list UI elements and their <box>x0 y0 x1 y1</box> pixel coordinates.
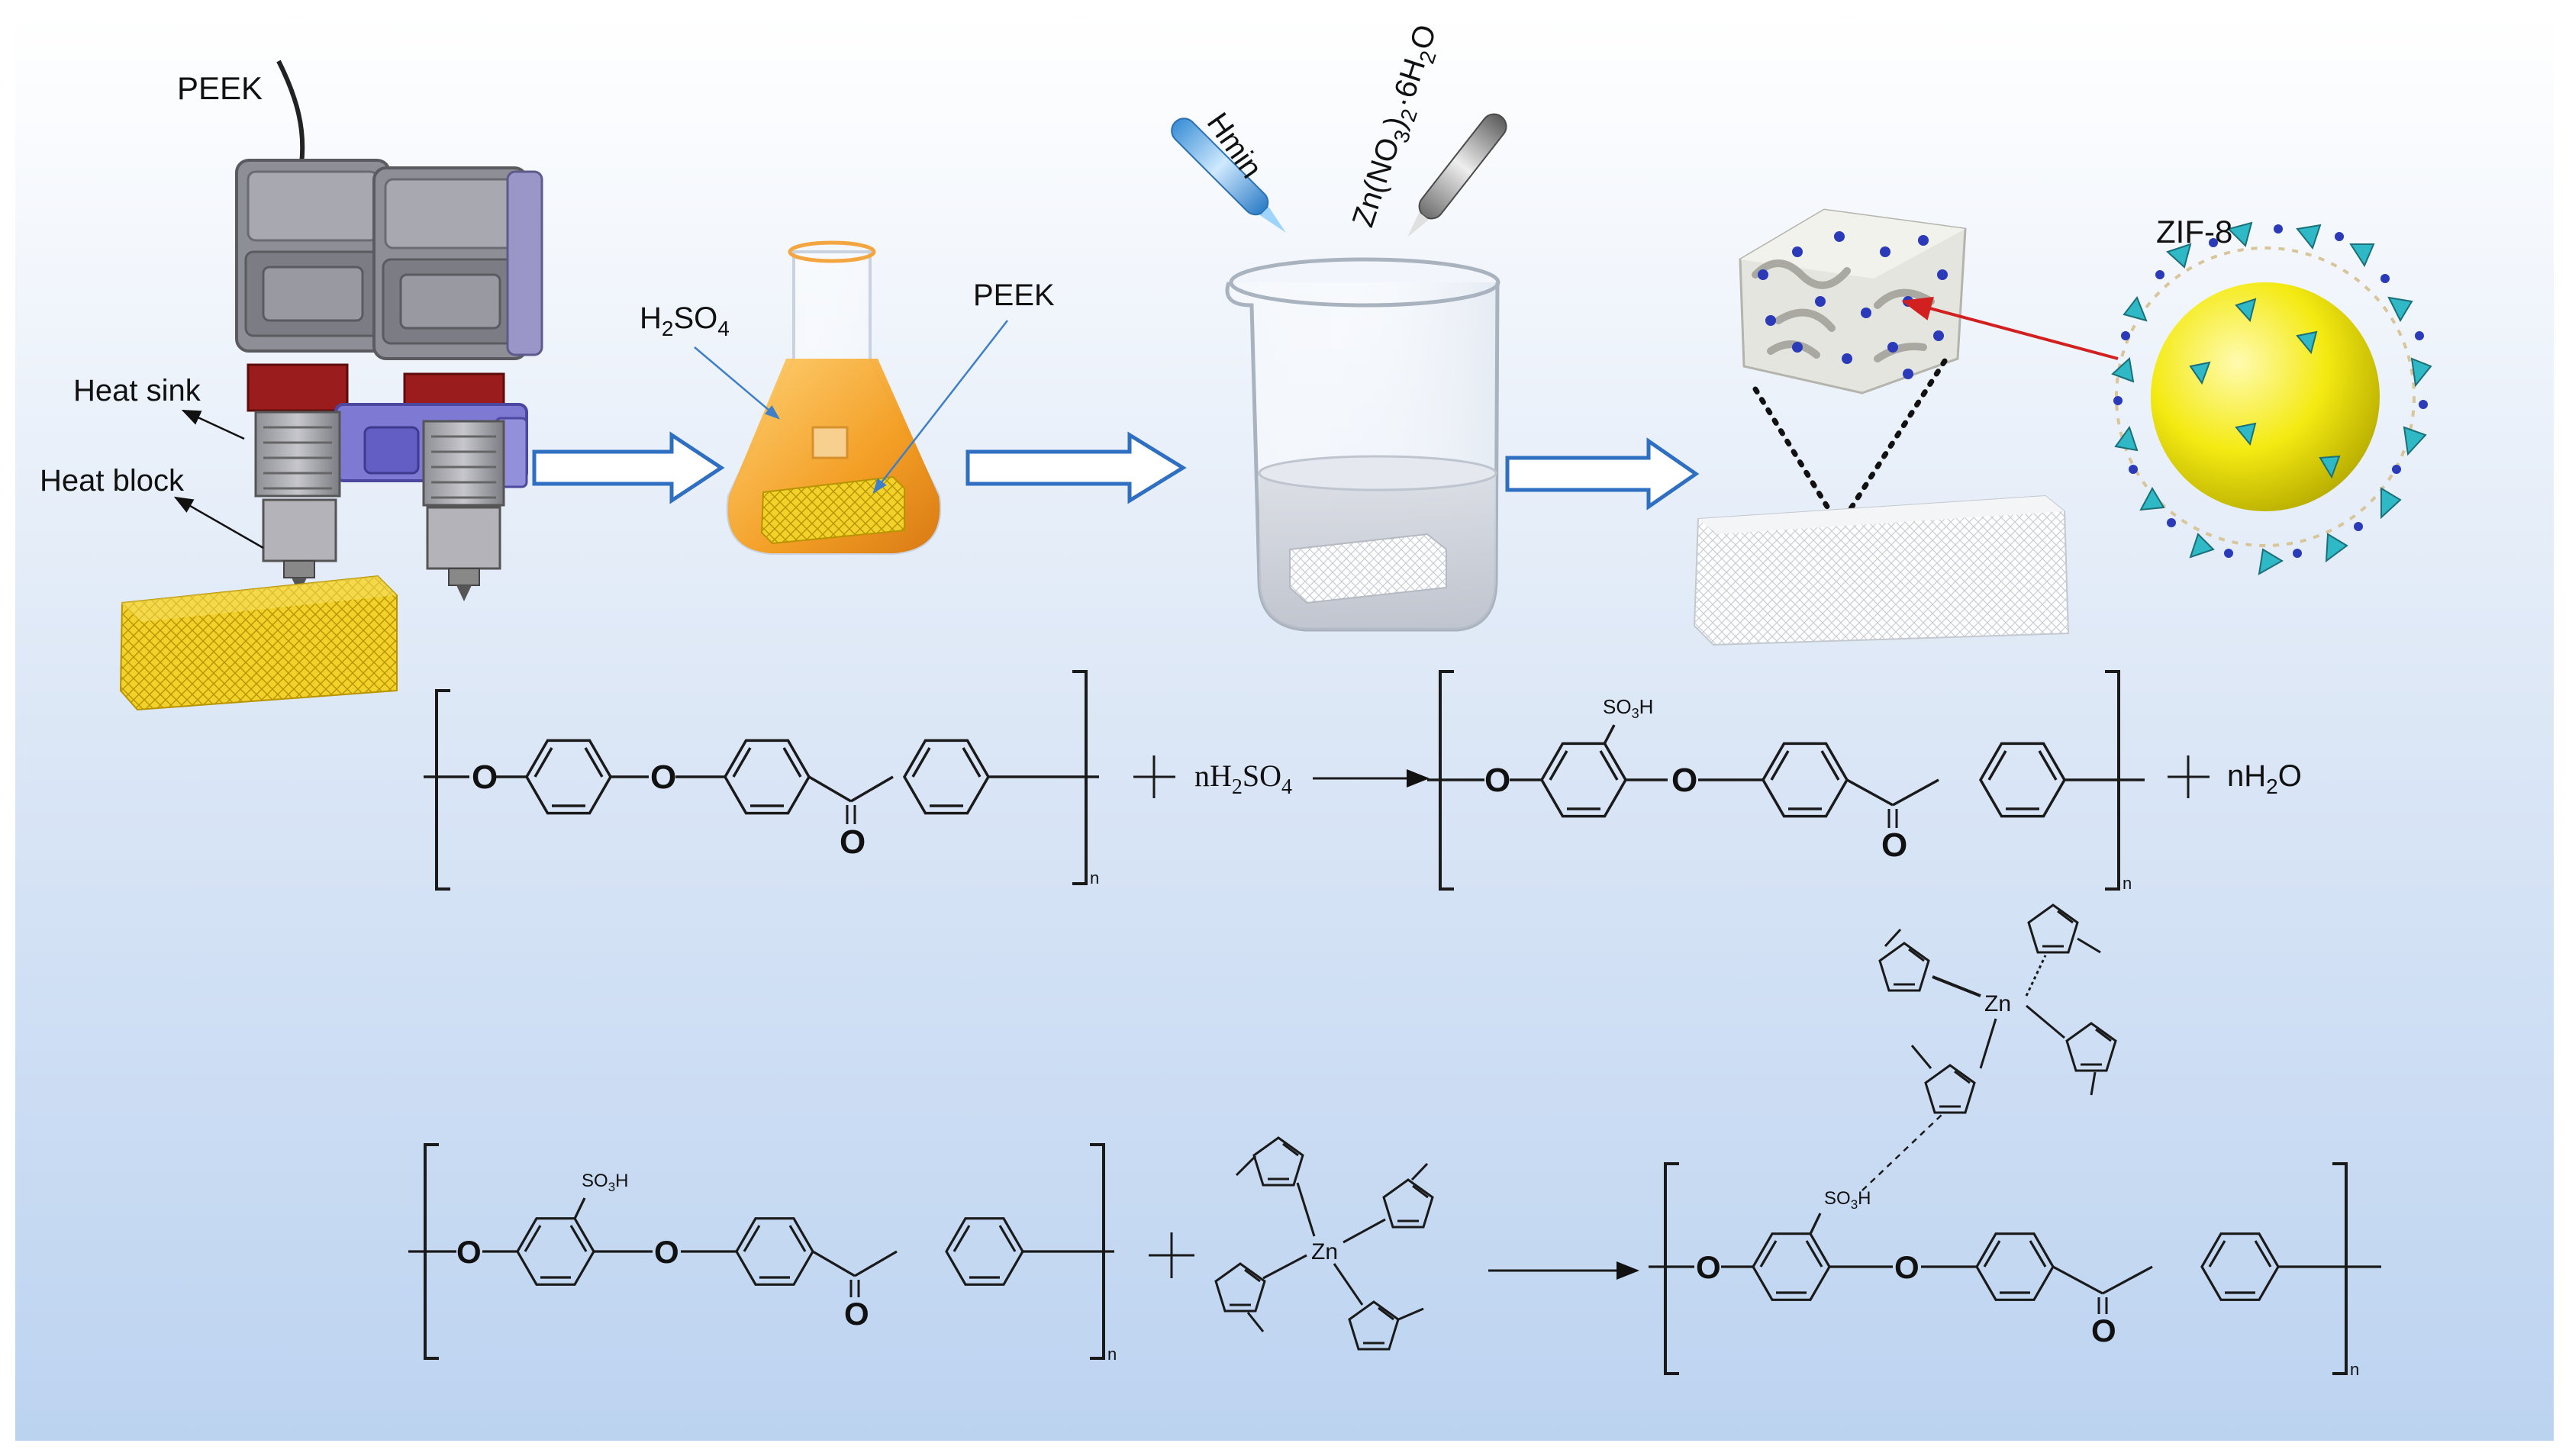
svg-text:O: O <box>1671 762 1697 799</box>
svg-text:O: O <box>654 1234 679 1270</box>
svg-text:O: O <box>844 1296 869 1332</box>
beaker-sample <box>1289 533 1447 604</box>
svg-text:n: n <box>1107 1345 1117 1364</box>
svg-text:SO3H: SO3H <box>1603 695 1653 721</box>
reaction-2: O SO3H O O n Zn <box>408 904 2381 1379</box>
svg-text:O: O <box>2091 1313 2116 1348</box>
svg-text:n: n <box>2350 1360 2359 1379</box>
printer-peek-label: PEEK <box>177 70 263 106</box>
zif-pointer <box>1901 296 2119 360</box>
svg-text:n: n <box>2123 874 2132 893</box>
heat-sink-pointer <box>181 409 245 440</box>
svg-text:SO3H: SO3H <box>1824 1188 1871 1212</box>
heat-block-label: Heat block <box>40 464 185 498</box>
svg-text:Zn: Zn <box>1984 991 2011 1016</box>
svg-text:nH2SO4: nH2SO4 <box>1194 759 1292 799</box>
sulfonated-scaffold-slab <box>1693 494 2070 646</box>
porous-zif-dots <box>1758 231 1948 379</box>
heat-block-right <box>426 506 501 570</box>
heat-block-left <box>262 498 337 562</box>
printed-lattice-scaffold <box>119 575 398 711</box>
svg-text:H2SO4: H2SO4 <box>640 301 730 340</box>
zif8-label: ZIF-8 <box>2156 214 2232 250</box>
svg-text:Zn: Zn <box>1311 1239 1338 1264</box>
svg-text:O: O <box>1894 1249 1919 1285</box>
h2so4-label: H2SO4 <box>640 301 730 340</box>
zif8-framework-icon <box>2111 221 2432 575</box>
h2so4-pointer <box>694 346 780 420</box>
svg-text:O: O <box>1696 1249 1721 1285</box>
heat-sink-label: Heat sink <box>73 374 201 407</box>
svg-text:n: n <box>1090 868 1099 887</box>
reaction-1: O O O n nH2SO4 O SO3H O <box>424 670 2302 893</box>
svg-text:O: O <box>650 759 676 796</box>
dual-nozzle-3d-printer-icon <box>235 60 543 601</box>
hydrogen-bond-line <box>1861 1113 1943 1191</box>
svg-text:O: O <box>456 1234 482 1270</box>
svg-text:O: O <box>1484 762 1510 799</box>
process-arrow-2 <box>965 431 1187 504</box>
flask-peek-label: PEEK <box>973 279 1055 312</box>
erlenmeyer-flask-icon <box>726 240 942 555</box>
heat-block-pointer <box>173 496 264 549</box>
porous-scaffold-icon <box>1739 208 1967 395</box>
process-arrow-1 <box>532 431 725 504</box>
heat-sink-left <box>247 363 349 412</box>
svg-text:O: O <box>472 759 498 796</box>
svg-text:O: O <box>1881 826 1907 864</box>
zinc-imidazolate-complex: Zn <box>1214 1136 1434 1351</box>
process-arrow-3 <box>1505 437 1700 511</box>
svg-text:SO3H: SO3H <box>582 1171 629 1194</box>
svg-text:nH2O: nH2O <box>2227 759 2302 798</box>
blue-dropper-icon <box>1171 118 1286 233</box>
svg-text:O: O <box>840 823 865 861</box>
beaker-icon <box>1225 257 1500 632</box>
flask-peek-pointer <box>872 320 1008 494</box>
flask-lattice-sample <box>760 475 905 545</box>
bound-zinc-complex: Zn <box>1878 904 2117 1114</box>
gray-dropper-icon <box>1407 113 1507 237</box>
